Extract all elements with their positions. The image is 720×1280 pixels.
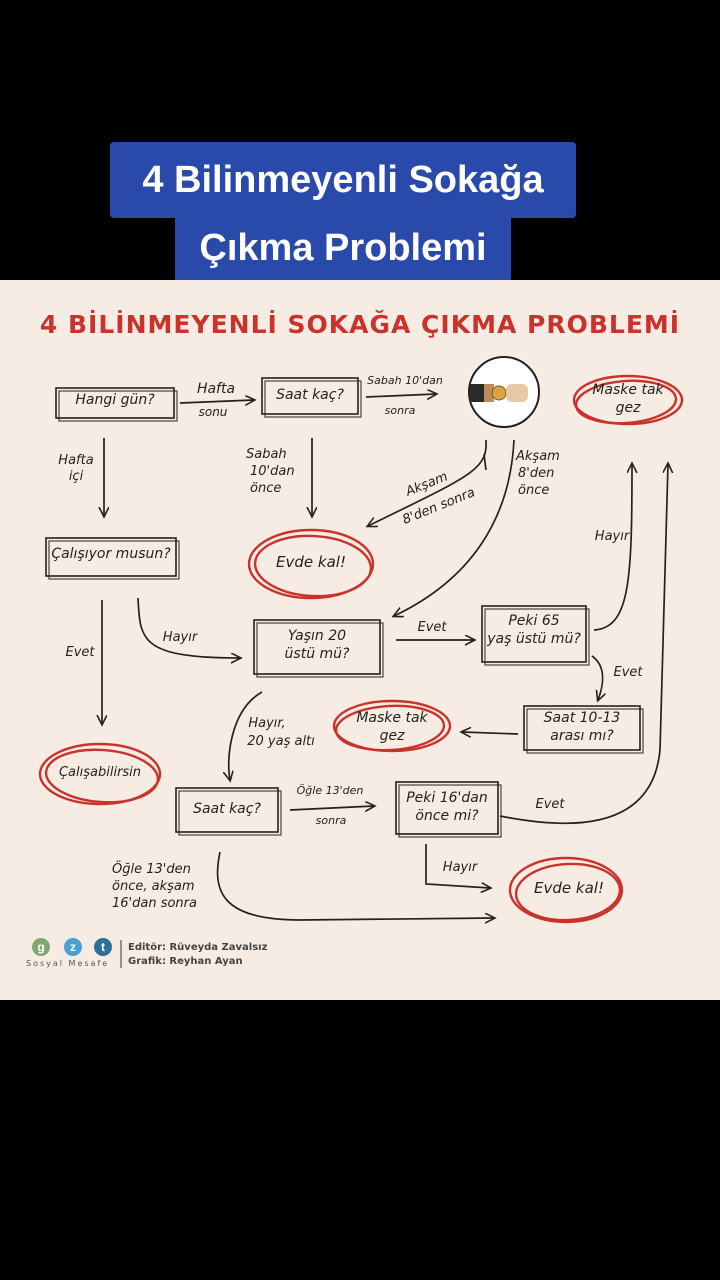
edge-evet-16: Evet	[535, 797, 565, 812]
edge-hayir-20-line2: 20 yaş altı	[247, 734, 315, 749]
arrow-hayir-calis	[137, 597, 240, 658]
logo-z-icon: z	[64, 938, 82, 956]
arrow-hayir-16	[425, 844, 490, 888]
edge-sabah10-once-line3: önce	[250, 481, 282, 496]
edge-hayir-20-line1: Hayır,	[248, 716, 286, 731]
node-peki16-box	[395, 781, 499, 835]
node-saat-kac-1: Saat kaç?	[276, 387, 344, 403]
node-yasin-box	[253, 619, 381, 675]
edge-sabah10-sonra-line2: sonra	[384, 404, 416, 417]
arrow-saat1013-maske	[462, 732, 519, 734]
footer-editor: Editör: Rüveyda Zavalsız	[128, 942, 268, 953]
edge-evet-calis: Evet	[65, 645, 95, 660]
node-yasin-line2: üstü mü?	[284, 646, 350, 662]
logo-g-icon: g	[32, 938, 50, 956]
edge-aksam8-once-line2: 8'den	[518, 466, 555, 481]
arrow-hafta-sonu	[179, 400, 254, 403]
edge-evet-65: Evet	[613, 665, 643, 680]
flowchart-graphics	[38, 356, 684, 968]
node-evde-kal-2: Evde kal!	[534, 879, 604, 897]
node-maske-1-line2: gez	[615, 400, 641, 416]
node-evde-kal-2-outline	[508, 856, 624, 924]
edge-sabah10-once-line1: Sabah	[246, 447, 287, 462]
edge-sabah10-sonra-line1: Sabah 10'dan	[367, 374, 443, 387]
node-saat-kac-2: Saat kaç?	[193, 801, 261, 817]
edge-hafta-ici-line1: Hafta	[58, 453, 94, 468]
node-peki65-line1: Peki 65	[508, 613, 560, 629]
node-peki16-line2: önce mi?	[415, 808, 479, 824]
ellipse-nodes	[38, 374, 684, 924]
arrow-evet-16	[499, 464, 668, 825]
node-yasin-line1: Yaşın 20	[287, 628, 347, 644]
caption-line-1: 4 Bilinmeyenli Sokağa	[110, 142, 576, 218]
node-maske-1-line1: Maske tak	[592, 382, 664, 398]
node-calisiyor: Çalışıyor musun?	[51, 546, 171, 562]
edge-hafta-sonu-line2: sonu	[198, 405, 228, 419]
node-peki65-box	[481, 605, 587, 663]
footer-graphic: Grafik: Reyhan Ayan	[128, 956, 243, 967]
logo-t-icon: t	[94, 938, 112, 956]
arrow-ogle13-sonra	[289, 806, 374, 810]
node-hangi-gun-box	[55, 387, 175, 419]
arrow-aksam8-sonra	[368, 439, 487, 526]
edge-hayir-calis: Hayır	[162, 630, 198, 645]
node-calisiyor-box	[45, 537, 177, 577]
arrow-aksam8-once	[394, 439, 515, 616]
node-saat-kac-2-box	[175, 787, 279, 833]
edge-hafta-ici-line2: içi	[68, 469, 84, 484]
caption-line-2: Çıkma Problemi	[175, 214, 511, 282]
edge-hayir-65: Hayır	[594, 529, 630, 544]
flowchart-poster: 4 BİLİNMEYENLİ SOKAĞA ÇIKMA PROBLEMİ Han…	[0, 280, 720, 1000]
node-peki65-line2: yaş üstü mü?	[487, 631, 581, 647]
node-hangi-gun: Hangi gün?	[75, 392, 155, 408]
node-saat1013-box	[523, 705, 641, 751]
edge-hayir-16: Hayır	[442, 860, 478, 875]
edge-ogle-aksam-line1: Öğle 13'den	[112, 862, 191, 877]
node-saat-kac-1-box	[261, 377, 359, 415]
rect-nodes	[45, 377, 644, 838]
arrow-sabah10-sonra	[365, 394, 436, 397]
arrow-evet-65	[591, 655, 603, 700]
node-saat1013-line2: arası mı?	[550, 728, 614, 744]
edge-sabah10-once-line2: 10'dan	[250, 464, 295, 479]
edge-ogle13-sonra-line2: sonra	[315, 814, 347, 827]
edge-hafta-sonu-line1: Hafta	[196, 381, 236, 397]
node-maske-2-line1: Maske tak	[356, 710, 428, 726]
edge-evet-yas: Evet	[417, 620, 447, 635]
footer-brand: Sosyal Mesafe	[26, 959, 110, 968]
node-maske-2-line2: gez	[379, 728, 405, 744]
watch-icon	[468, 356, 540, 428]
node-saat1013-line1: Saat 10-13	[543, 710, 621, 726]
edge-ogle-aksam-line2: önce, akşam	[112, 879, 195, 894]
node-calisabilirsin: Çalışabilirsin	[58, 765, 142, 780]
node-calisabilirsin-outline	[38, 742, 162, 806]
node-evde-kal-1-outline	[247, 528, 375, 600]
arrow-hayir-20	[229, 691, 263, 780]
poster-title: 4 BİLİNMEYENLİ SOKAĞA ÇIKMA PROBLEMİ	[39, 310, 681, 339]
edge-aksam8-once-line1: Akşam	[516, 449, 560, 464]
edge-ogle13-sonra-line1: Öğle 13'den	[296, 784, 364, 797]
node-peki16-line1: Peki 16'dan	[406, 790, 488, 806]
flow-arrows	[102, 394, 668, 920]
arrow-hayir-65	[593, 464, 632, 631]
edge-aksam8-once-line3: önce	[518, 483, 550, 498]
arrow-ogle-aksam	[216, 851, 494, 920]
node-evde-kal-1: Evde kal!	[276, 553, 346, 571]
edge-ogle-aksam-line3: 16'dan sonra	[112, 896, 197, 911]
